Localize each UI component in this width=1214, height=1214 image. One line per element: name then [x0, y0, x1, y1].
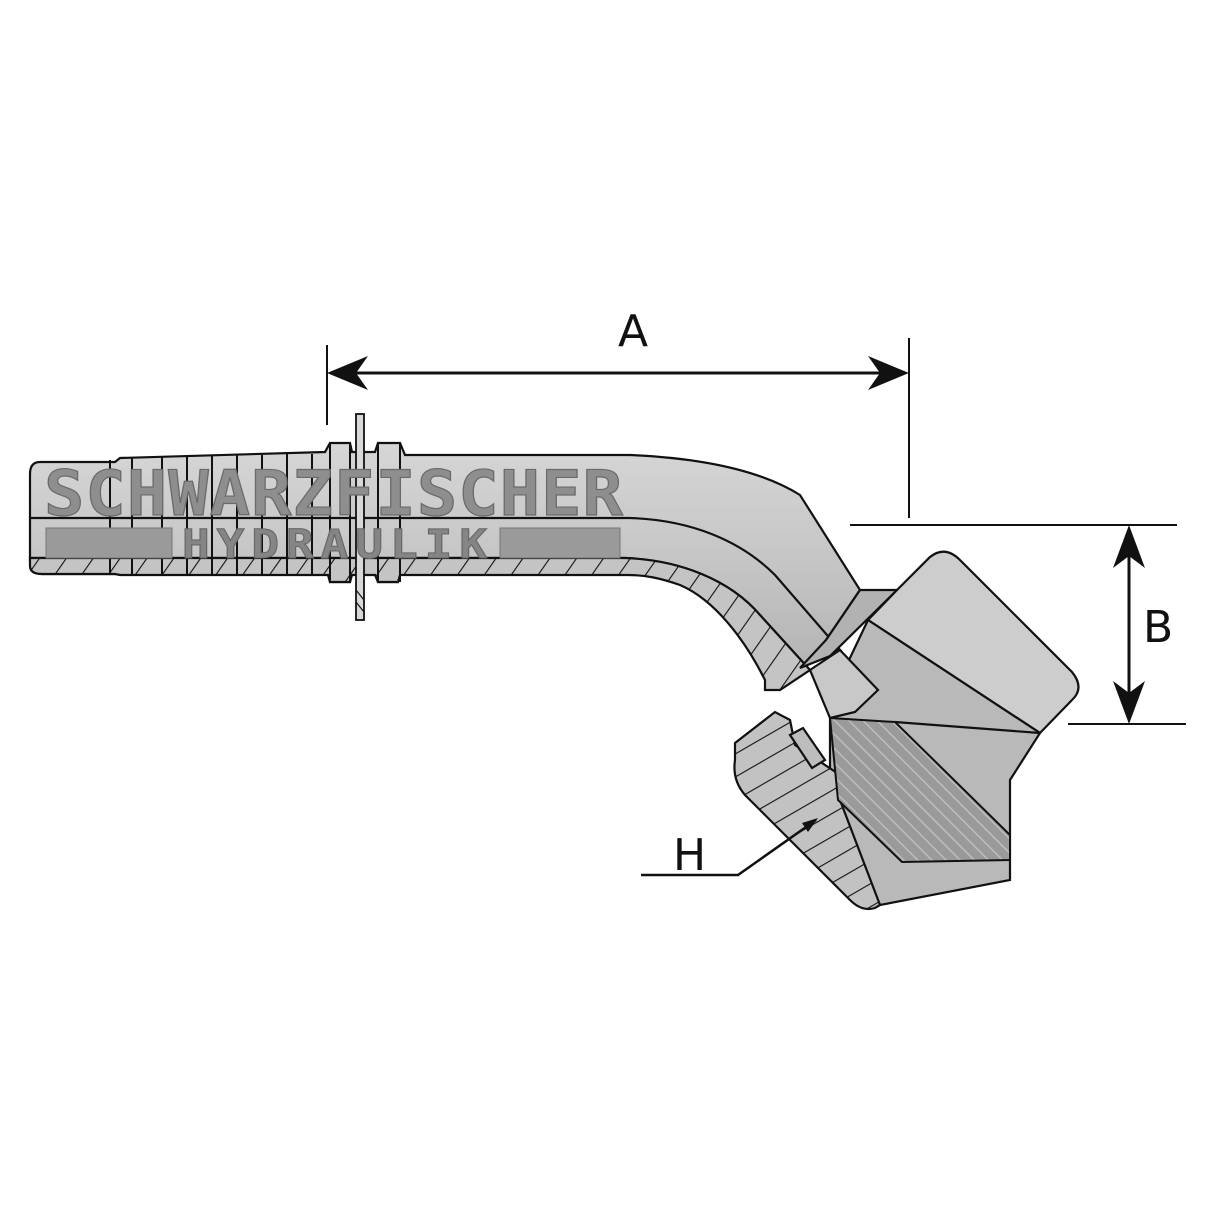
watermark-bar-right	[499, 527, 621, 559]
dimension-b: B	[850, 524, 1186, 725]
arrow-left-icon	[327, 356, 368, 390]
leader-h-arrow-icon	[802, 818, 818, 832]
watermark-bar-left	[45, 527, 173, 559]
arrow-down-icon	[1113, 681, 1145, 724]
arrow-right-icon	[868, 356, 909, 390]
leader-h-line	[641, 818, 817, 877]
nut-edge	[894, 720, 1041, 735]
bore-line-top	[30, 516, 841, 651]
dimension-a: A	[326, 306, 910, 518]
dimension-h: H	[641, 818, 818, 881]
hose-tail	[28, 413, 862, 692]
watermark: SCHWARZFISCHER HYDRAULIK	[43, 456, 624, 568]
tail-wall-section	[28, 556, 812, 692]
dim-h-label: H	[673, 830, 706, 881]
nipple-body	[808, 648, 880, 720]
arrow-up-icon	[1113, 525, 1145, 568]
stop-ring	[355, 413, 365, 621]
nut-hex-top	[866, 550, 1080, 735]
dim-a-label: A	[618, 306, 648, 357]
nipple-collar	[799, 588, 900, 670]
watermark-line-2: HYDRAULIK	[182, 522, 494, 568]
dim-b-label: B	[1143, 602, 1173, 653]
nut-groove	[788, 726, 827, 770]
watermark-line-1: SCHWARZFISCHER	[44, 457, 624, 530]
swivel-nut	[733, 550, 1080, 911]
